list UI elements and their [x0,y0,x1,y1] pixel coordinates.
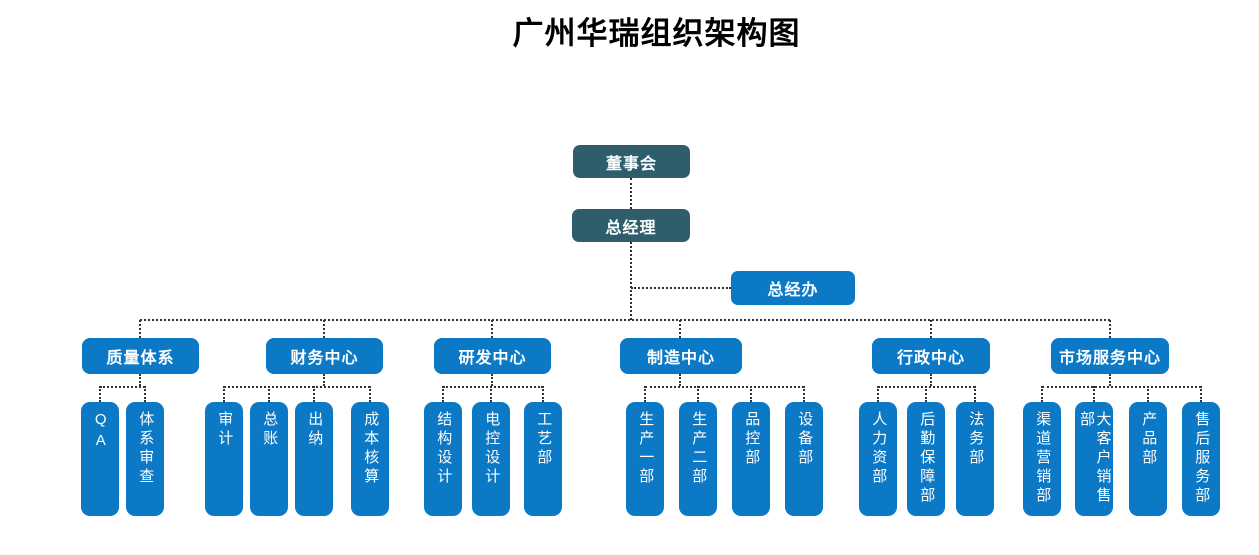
connector-child-stub [99,386,101,402]
connector-manufacturing-down [679,374,681,386]
connector-child-stub [490,386,492,402]
child-label: 结构设计 [435,411,453,487]
child-general-ledger: 总账 [250,402,288,516]
connector-child-stub [644,386,646,402]
connector-board-to-gm [630,178,632,209]
node-gm-office: 总经办 [731,271,855,305]
child-audit: 审计 [205,402,243,516]
child-structural-design: 结构设计 [424,402,462,516]
child-label: 人力资部 [870,411,888,487]
child-label: 后勤保障部 [918,411,936,506]
connector-trunk-to-admin [930,320,932,338]
connector-trunk-to-market [1109,320,1111,338]
child-electronic-control-design: 电控设计 [472,402,510,516]
connector-child-stub [1041,386,1043,402]
connector-trunk-to-quality [139,320,141,338]
child-label: 总账 [261,411,279,449]
connector-trunk-to-manufacturing [679,320,681,338]
header-finance-center: 财务中心 [266,338,383,374]
child-label: QA [92,411,110,453]
connector-quality-span [100,386,145,388]
child-equipment-dept: 设备部 [785,402,823,516]
child-label: 电控设计 [483,411,501,487]
header-admin-center: 行政中心 [872,338,990,374]
child-label: 成本核算 [362,411,380,487]
connector-trunk-to-rd [491,320,493,338]
connector-child-stub [542,386,544,402]
child-production-dept-2: 生产二部 [679,402,717,516]
connector-trunk-to-finance [323,320,325,338]
child-production-dept-1: 生产一部 [626,402,664,516]
child-channel-marketing-dept: 渠道营销部 [1023,402,1061,516]
header-quality-system: 质量体系 [82,338,199,374]
connector-child-stub [803,386,805,402]
connector-gm-to-office [631,287,731,289]
header-rd-center: 研发中心 [434,338,551,374]
connector-child-stub [223,386,225,402]
child-label: 渠道营销部 [1034,411,1052,506]
child-label: 设备部 [796,411,814,468]
node-general-manager: 总经理 [572,209,690,242]
connector-market-span [1042,386,1201,388]
connector-rd-span [443,386,543,388]
connector-child-stub [877,386,879,402]
child-human-resources-dept: 人力资部 [859,402,897,516]
child-key-account-sales-dept: 大客户销售部 [1075,402,1113,516]
connector-quality-down [139,374,141,386]
header-market-service-center: 市场服务中心 [1051,338,1169,374]
connector-manufacturing-span [645,386,804,388]
child-label: 售后服务部 [1193,411,1211,506]
connector-child-stub [144,386,146,402]
child-after-sales-service-dept: 售后服务部 [1182,402,1220,516]
connector-child-stub [974,386,976,402]
connector-child-stub [925,386,927,402]
connector-child-stub [313,386,315,402]
connector-rd-down [491,374,493,386]
connector-child-stub [750,386,752,402]
child-label: 生产二部 [690,411,708,487]
child-quality-control-dept: 品控部 [732,402,770,516]
child-label: 审计 [216,411,234,449]
child-logistics-support-dept: 后勤保障部 [907,402,945,516]
connector-child-stub [1093,386,1095,402]
header-manufacturing-center: 制造中心 [620,338,742,374]
connector-finance-span [224,386,370,388]
child-label: 品控部 [743,411,761,468]
child-label: 出纳 [306,411,324,449]
child-label: 体系审查 [137,411,155,487]
connector-gm-to-trunk [630,242,632,320]
page-title: 广州华瑞组织架构图 [512,16,801,51]
connector-finance-down [323,374,325,386]
connector-market-down [1109,374,1111,386]
connector-child-stub [442,386,444,402]
child-label: 大客户销售部 [1078,411,1112,506]
child-cost-accounting: 成本核算 [351,402,389,516]
child-label: 法务部 [967,411,985,468]
child-cashier: 出纳 [295,402,333,516]
child-qa: QA [81,402,119,516]
child-process-dept: 工艺部 [524,402,562,516]
child-label: 产品部 [1140,411,1158,468]
child-label: 工艺部 [535,411,553,468]
connector-child-stub [1147,386,1149,402]
connector-child-stub [1200,386,1202,402]
child-label: 生产一部 [637,411,655,487]
child-legal-dept: 法务部 [956,402,994,516]
node-board-of-directors: 董事会 [573,145,690,178]
child-system-audit: 体系审查 [126,402,164,516]
connector-child-stub [697,386,699,402]
child-product-dept: 产品部 [1129,402,1167,516]
connector-admin-down [930,374,932,386]
connector-child-stub [369,386,371,402]
connector-trunk [140,319,1110,321]
connector-child-stub [268,386,270,402]
